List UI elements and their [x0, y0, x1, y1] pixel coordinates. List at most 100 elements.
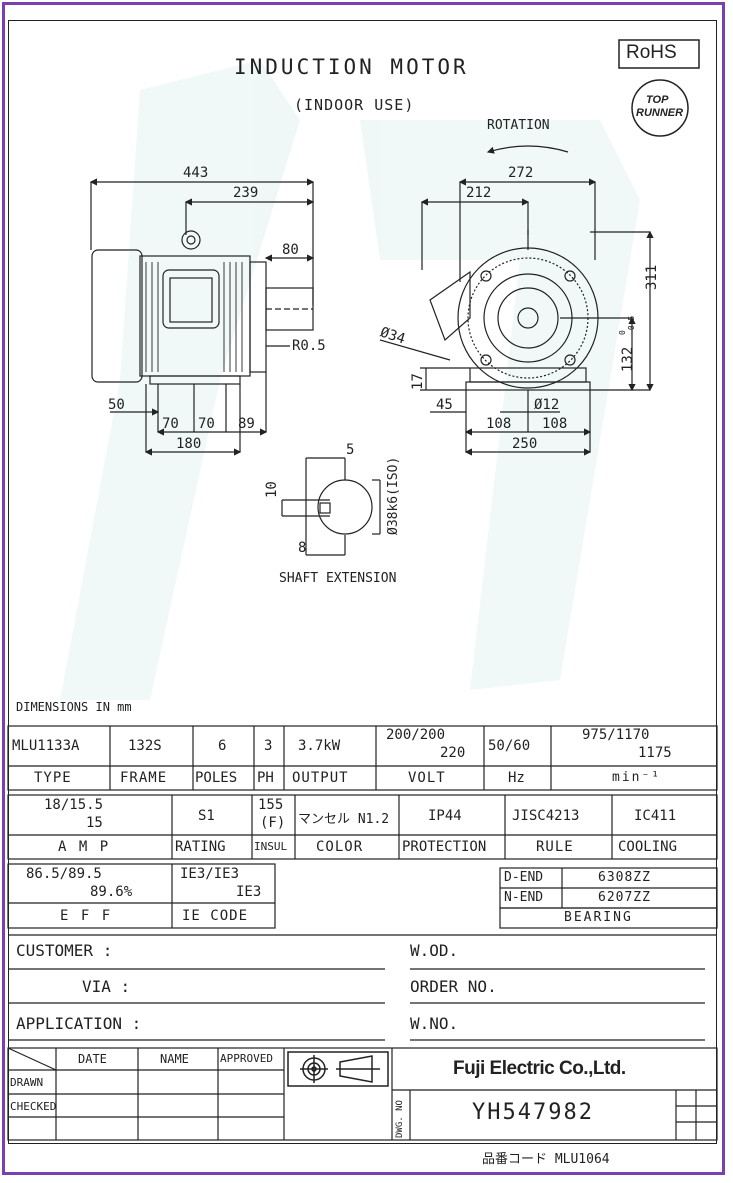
phase-value: 3	[264, 738, 273, 754]
name-header: NAME	[160, 1052, 189, 1066]
dim-132: 132	[620, 346, 636, 372]
protection-header: PROTECTION	[402, 839, 487, 855]
dwg-no-value: YH547982	[472, 1100, 594, 1125]
rating-header: RATING	[175, 839, 226, 855]
rohs-label: RoHS	[626, 42, 677, 63]
rotation-arrow	[486, 145, 569, 154]
rpm-value-2: 1175	[638, 745, 672, 761]
volt-header: VOLT	[408, 770, 446, 786]
ie-code-header: IE CODE	[182, 908, 249, 924]
watermark	[60, 60, 640, 700]
drawing-border	[8, 20, 717, 1144]
rule-value: JISC4213	[512, 808, 580, 824]
item-code: 品番コード MLU1064	[482, 1152, 610, 1167]
shaft-extension-label: SHAFT EXTENSION	[279, 571, 397, 586]
output-header: OUTPUT	[292, 770, 349, 786]
dim-108b: 108	[542, 416, 568, 432]
amp-value-2: 15	[86, 815, 103, 831]
eff-value-2: 89.6%	[90, 884, 133, 900]
shaft-dim-dia38: Ø38k6(ISO)	[386, 456, 401, 535]
dim-70a: 70	[162, 416, 179, 432]
type-value: MLU1133A	[12, 738, 80, 754]
dim-dia12: Ø12	[534, 397, 560, 413]
hz-value: 50/60	[488, 738, 531, 754]
dim-132-tolerance: 0 -0.5	[618, 315, 636, 335]
frame-header: FRAME	[120, 770, 168, 786]
dim-180: 180	[176, 436, 202, 452]
rohs-box	[618, 39, 700, 69]
drawn-label: DRAWN	[10, 1076, 44, 1089]
dim-311: 311	[644, 264, 660, 290]
order-no-label: ORDER NO.	[410, 977, 497, 996]
rpm-value-1: 975/1170	[582, 727, 650, 743]
motor-front-view	[379, 178, 654, 456]
drawing-subtitle: (INDOOR USE)	[294, 96, 415, 114]
shaft-dim-10: 10	[264, 481, 280, 498]
color-value: マンセル N1.2	[298, 812, 390, 827]
color-header: COLOR	[316, 839, 364, 855]
dim-212: 212	[466, 185, 492, 201]
output-value: 3.7kW	[298, 738, 341, 754]
dim-70b: 70	[198, 416, 215, 432]
dim-r05: R0.5	[292, 338, 326, 354]
ph-header: PH	[257, 770, 274, 786]
drawing-title: INDUCTION MOTOR	[234, 55, 469, 79]
ie-value-1: IE3/IE3	[180, 866, 240, 882]
bearing-n-value: 6207ZZ	[598, 890, 651, 905]
top-runner-line1: TOP	[646, 94, 669, 106]
wod-label: W.OD.	[410, 941, 459, 960]
dim-80: 80	[282, 242, 299, 258]
eff-header: E F F	[60, 908, 113, 924]
type-header: TYPE	[34, 770, 72, 786]
amp-value-1: 18/15.5	[44, 797, 104, 813]
dim-89: 89	[238, 416, 255, 432]
bearing-d-value: 6308ZZ	[598, 870, 651, 885]
shaft-dim-5: 5	[346, 442, 355, 458]
cooling-header: COOLING	[618, 839, 678, 855]
wno-label: W.NO.	[410, 1014, 459, 1033]
date-header: DATE	[78, 1052, 107, 1066]
application-label: APPLICATION :	[16, 1014, 142, 1033]
projection-symbol	[287, 1051, 389, 1087]
poles-header: POLES	[195, 770, 238, 786]
dim-45: 45	[436, 397, 453, 413]
rule-header: RULE	[536, 839, 574, 855]
company-name: Fuji Electric Co.,Ltd.	[453, 1058, 626, 1079]
dim-272: 272	[508, 165, 534, 181]
protection-value: IP44	[428, 808, 462, 824]
volt-value-1: 200/200	[386, 727, 446, 743]
checked-label: CHECKED	[10, 1100, 57, 1113]
bearing-header: BEARING	[564, 910, 633, 925]
insul-value-1: 155	[258, 797, 284, 813]
bearing-n-label: N-END	[504, 890, 544, 905]
dim-239: 239	[233, 185, 259, 201]
top-runner-line2: RUNNER	[636, 107, 684, 119]
cooling-value: IC411	[634, 808, 677, 824]
insul-header: INSUL	[254, 840, 288, 853]
units-note: DIMENSIONS IN mm	[16, 700, 132, 714]
amp-header: A M P	[58, 839, 111, 855]
shaft-extension-view	[281, 457, 381, 556]
poles-value: 6	[218, 738, 227, 754]
approved-header: APPROVED	[220, 1052, 273, 1065]
top-runner-badge	[631, 79, 689, 137]
frame-value: 132S	[128, 738, 162, 754]
rating-value: S1	[198, 808, 215, 824]
hz-header: Hz	[508, 770, 525, 786]
ie-value-2: IE3	[236, 884, 262, 900]
rotation-label: ROTATION	[487, 118, 550, 133]
dim-443: 443	[183, 165, 209, 181]
bearing-d-label: D-END	[504, 870, 544, 885]
spec-table-grid	[7, 725, 718, 1141]
volt-value-2: 220	[440, 745, 466, 761]
insul-value-2: (F)	[260, 815, 286, 831]
outer-border	[2, 2, 725, 1175]
shaft-dim-8: 8	[298, 540, 307, 556]
eff-value-1: 86.5/89.5	[26, 866, 102, 882]
dwg-no-label: DWG. NO	[395, 1100, 405, 1138]
via-label: VIA :	[82, 977, 131, 996]
customer-label: CUSTOMER :	[16, 941, 113, 960]
dim-17: 17	[410, 373, 426, 390]
rpm-header: min⁻¹	[612, 770, 662, 785]
